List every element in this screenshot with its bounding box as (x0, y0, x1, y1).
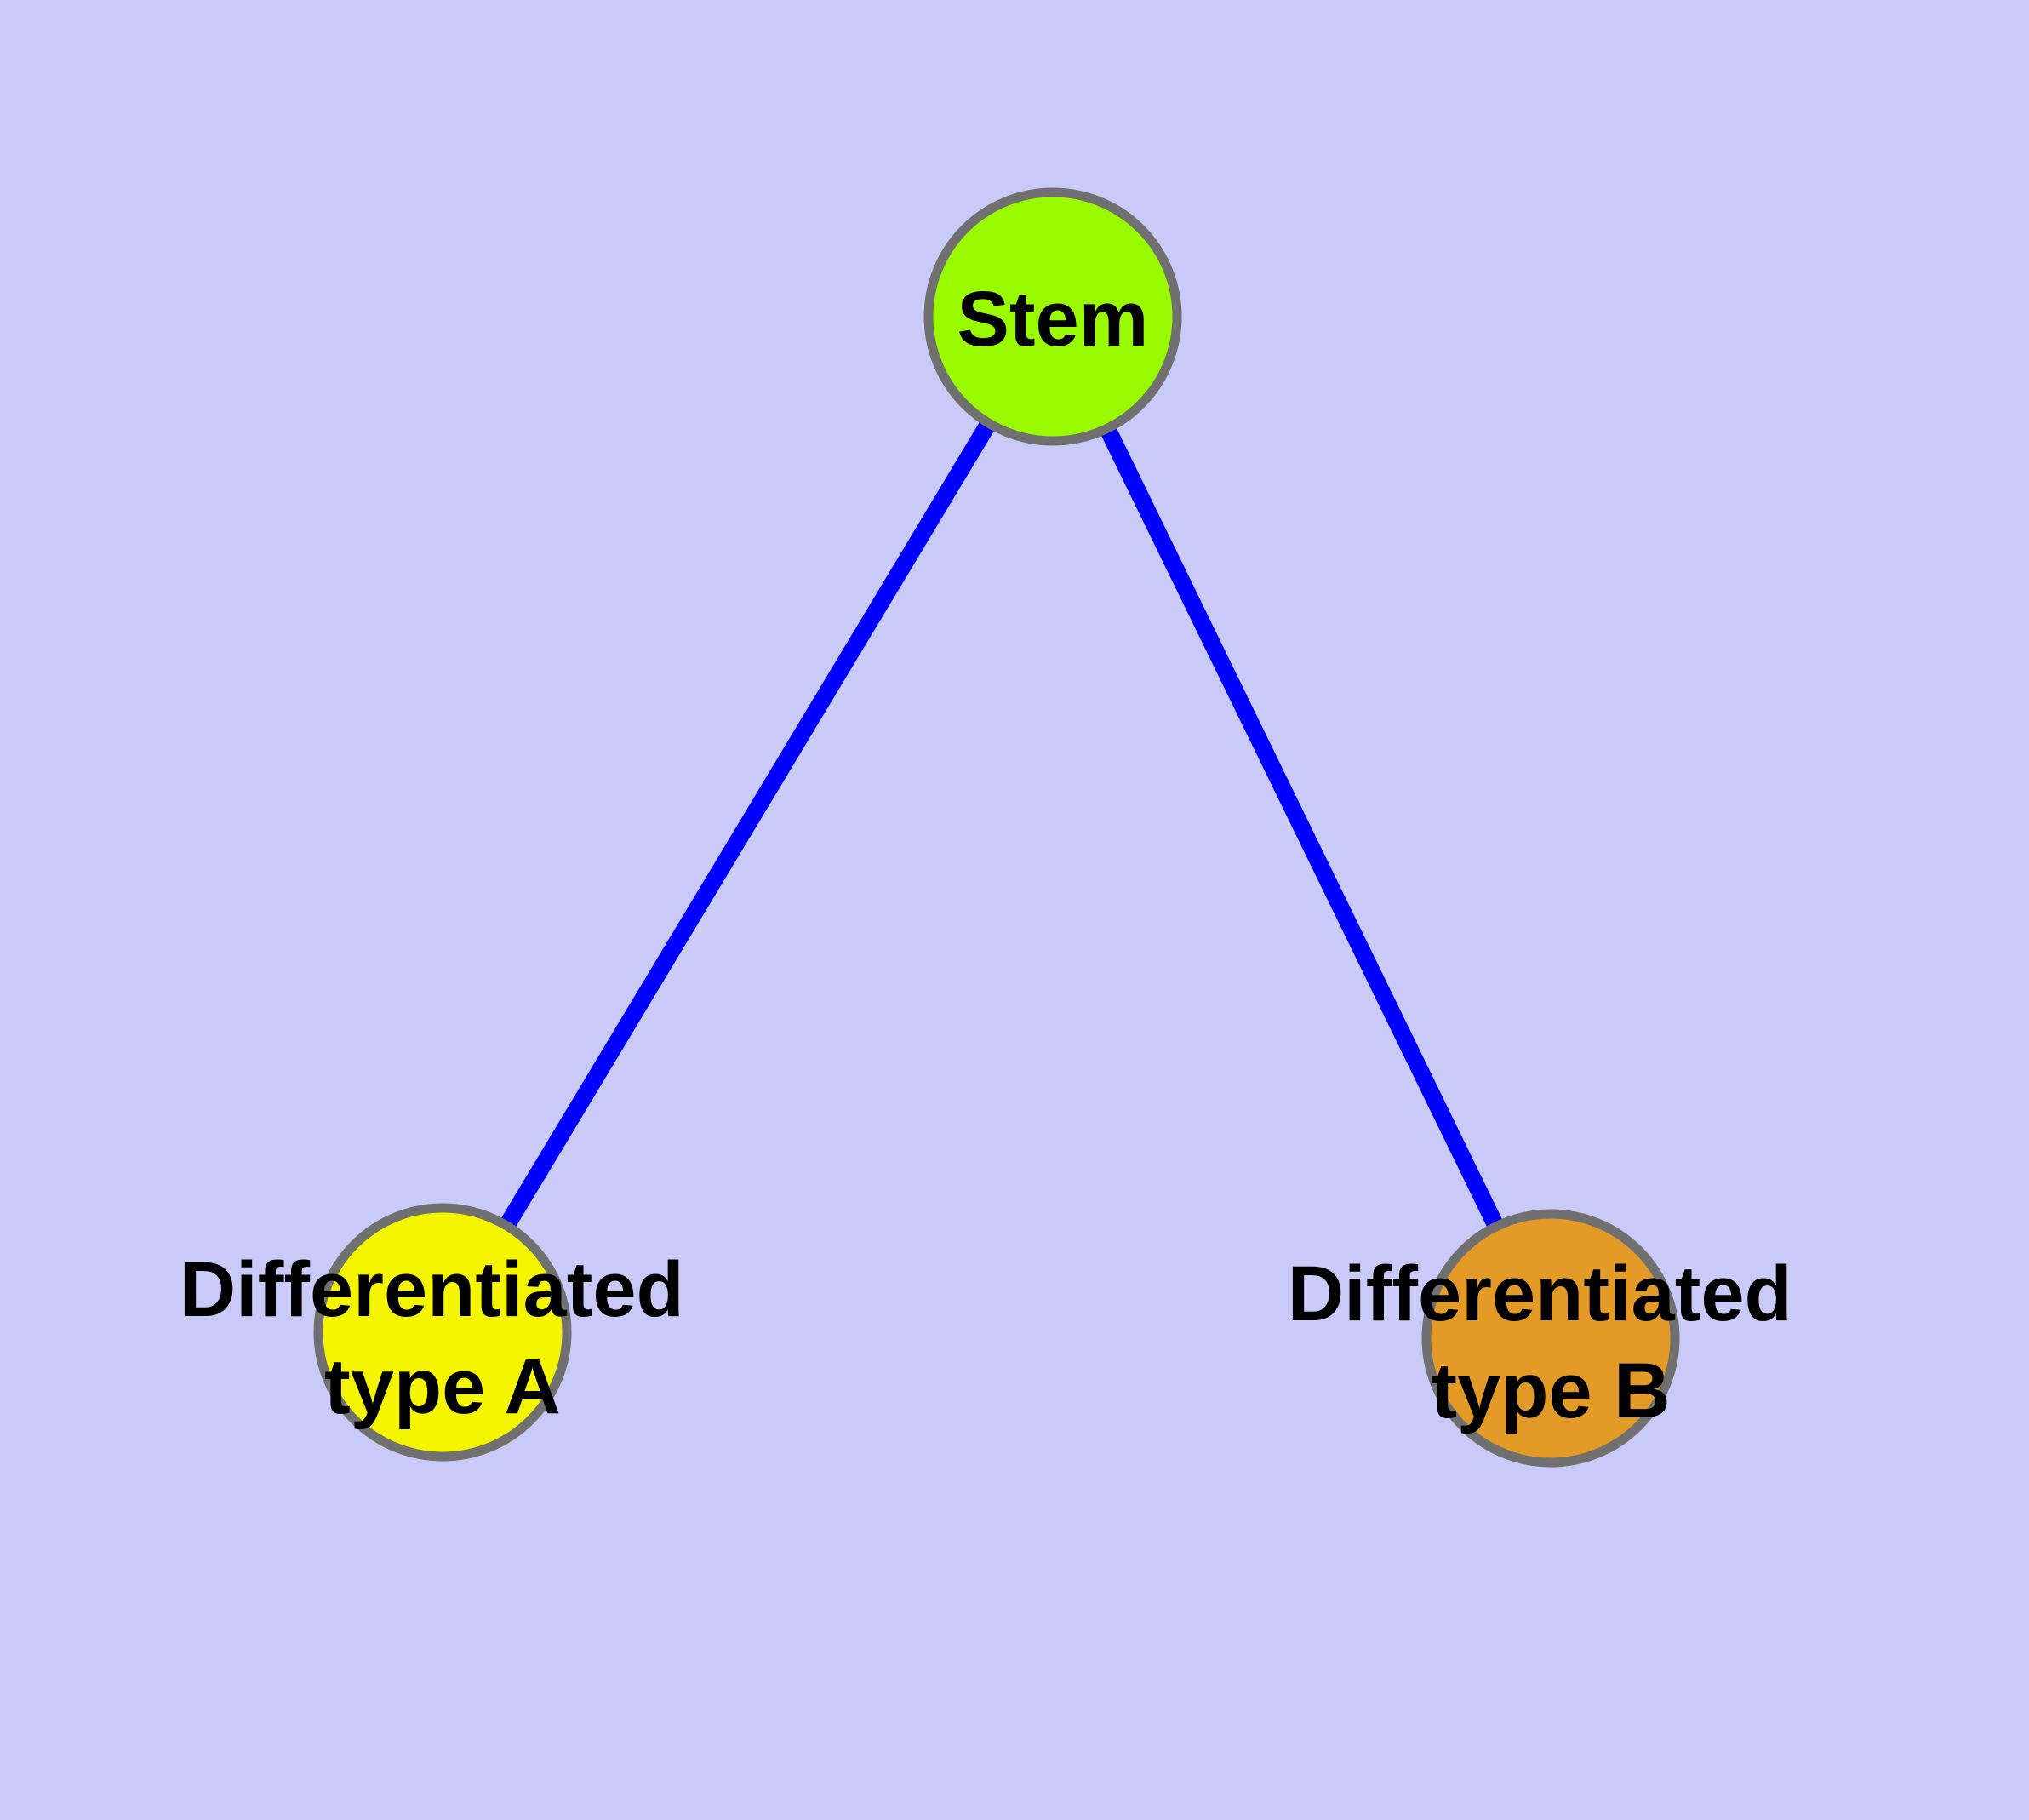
node-type-b-label: Differentiated type B (1288, 1251, 1815, 1434)
node-type-a-label: Differentiated type A (180, 1246, 706, 1430)
node-stem-label: Stem (957, 276, 1149, 363)
node-differentiated-type-b (1421, 1209, 1680, 1468)
edge-stem-to-type-a (435, 312, 1060, 1337)
node-type-b-label-line-1: Differentiated (1288, 1251, 1792, 1337)
node-stem (923, 187, 1182, 446)
node-type-a-label-line-1: Differentiated (180, 1246, 684, 1333)
node-differentiated-type-a (313, 1203, 572, 1462)
node-type-b-label-line-2: type B (1431, 1348, 1670, 1434)
edge-stem-to-type-b (1045, 312, 1558, 1342)
node-type-a-label-line-2: type A (324, 1343, 561, 1430)
